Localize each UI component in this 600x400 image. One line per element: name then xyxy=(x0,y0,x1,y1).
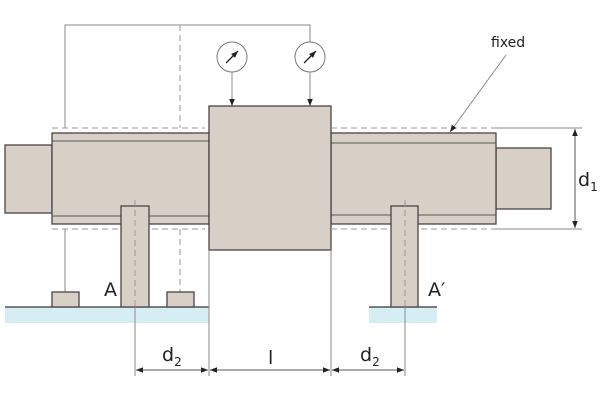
length-label: l xyxy=(268,347,273,369)
right-shaft-stub xyxy=(495,147,552,210)
center-block xyxy=(208,105,332,251)
dial-gauge-icon xyxy=(294,41,326,106)
support-a-prime-label: A′ xyxy=(428,279,445,301)
d1-label: d1 xyxy=(578,169,598,194)
support-a-label: A xyxy=(104,279,117,301)
frame-pad-left xyxy=(51,291,80,308)
gauge-frame xyxy=(52,24,311,292)
fixed-label: fixed xyxy=(491,35,525,51)
frame-pad-right xyxy=(166,291,195,308)
d2-left-label: d2 xyxy=(162,344,182,369)
dial-gauge-icon xyxy=(216,41,248,106)
ground-right xyxy=(369,307,437,323)
d2-right-label: d2 xyxy=(360,344,380,369)
fixed-leader xyxy=(449,54,507,133)
ground-left xyxy=(5,307,209,323)
left-shaft-stub xyxy=(4,144,53,214)
